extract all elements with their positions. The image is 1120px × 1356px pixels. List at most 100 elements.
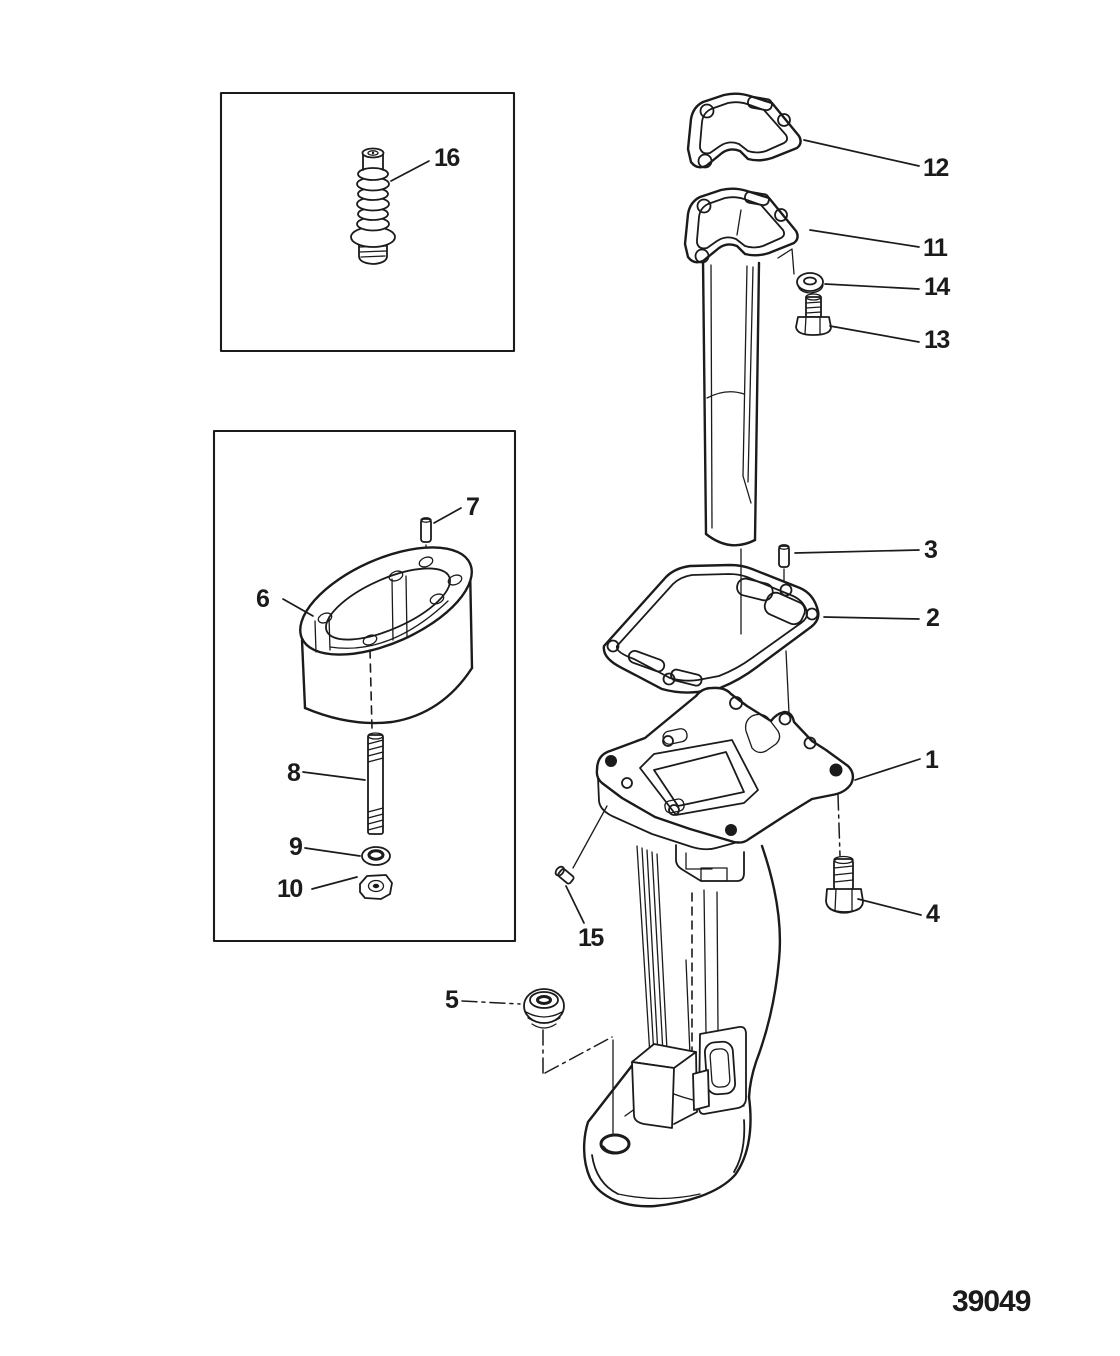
plug-top-face: [529, 991, 559, 1009]
leader-9: [304, 847, 361, 857]
washer-inner: [803, 276, 817, 286]
bolt-head: [825, 888, 864, 913]
bolt-head-facets: [804, 316, 821, 335]
washer-outer: [796, 272, 824, 292]
callout-13: 13: [924, 326, 949, 354]
bolt-hole-dark: [725, 824, 737, 836]
leader-1: [854, 758, 921, 781]
part-8-stud: [367, 732, 384, 835]
bracket-inner: [685, 852, 713, 870]
part-11-exhaust-tube: [701, 257, 761, 547]
bolt-shank-top: [805, 293, 822, 301]
bolt-hole: [362, 634, 378, 646]
part-6-spacer: [299, 546, 474, 725]
stud-base-thread: [359, 250, 387, 253]
stud-rib: [357, 167, 389, 181]
inset-box-border: [219, 91, 516, 353]
flange-skirt: [597, 777, 739, 851]
washer-outer: [361, 846, 391, 866]
pin-top: [420, 517, 432, 523]
bolt-shank-top: [833, 855, 854, 865]
tube-seam-bend: [742, 475, 752, 504]
screw-head: [554, 865, 565, 877]
foot-inner-line: [617, 1193, 701, 1200]
bolt-threads: [805, 301, 822, 314]
alignment-line-5: [544, 1036, 613, 1074]
bolt-hole: [777, 113, 791, 127]
nut-bore-dark: [372, 883, 380, 889]
spacer-boss: [314, 616, 331, 653]
leader-2: [823, 616, 920, 620]
gasket-outline: [602, 563, 820, 694]
plug-rib: [531, 1023, 557, 1029]
exhaust-barrel-lines: [685, 889, 719, 1056]
pin-body: [778, 545, 790, 568]
stud-threads-top: [367, 739, 384, 763]
callout-5: 5: [445, 986, 459, 1014]
bolt-hole: [805, 607, 819, 621]
plug-body: [523, 988, 565, 1024]
part-1-driveshaft-housing: [582, 686, 855, 1208]
spacer-boss: [391, 575, 408, 641]
plug-slot: [536, 995, 552, 1005]
stud-top-bore: [367, 150, 379, 156]
bolt-head-facets: [834, 888, 853, 912]
anode-plate: [703, 1040, 737, 1096]
tube-right-edge: [753, 261, 761, 542]
spacer-top-face: [299, 546, 473, 656]
locating-line-14: [777, 248, 795, 275]
tube-section-line: [706, 391, 745, 399]
bolt-hole: [429, 593, 445, 605]
bolt-hole: [388, 570, 404, 582]
bolt-hole: [317, 612, 333, 624]
part-2-gasket: [602, 563, 820, 694]
part-15-screw: [554, 865, 575, 885]
bolt-hole-dark: [829, 763, 843, 777]
leader-7: [433, 507, 462, 524]
bolt-hole: [696, 198, 712, 214]
locating-line-15: [572, 805, 608, 869]
anode-tab: [692, 1069, 710, 1111]
washer-inner: [367, 849, 385, 861]
tube-left-edge: [701, 257, 708, 536]
spacer-opening: [325, 567, 451, 641]
rim-slot: [664, 798, 685, 814]
callout-1: 1: [925, 746, 939, 774]
callout-9: 9: [289, 833, 302, 861]
leader-8: [302, 771, 366, 781]
flange-opening: [653, 751, 745, 807]
slot-opening: [670, 668, 703, 687]
callout-10: 10: [277, 875, 302, 903]
bolt-hole: [662, 672, 676, 686]
part-11-flange: [683, 187, 799, 264]
inset-box-part-16: 16: [219, 91, 516, 353]
center-line: [785, 650, 790, 714]
spacer-wall-left: [300, 638, 307, 710]
bolt-hole: [729, 696, 743, 710]
callout-7: 7: [466, 493, 479, 521]
alignment-line: [369, 649, 373, 730]
slot-hole: [744, 190, 770, 207]
inset-box-spacer-kit: 7 6 8: [212, 429, 517, 943]
part-14-washer: [796, 272, 824, 294]
callout-16: 16: [434, 144, 459, 172]
bolt-head-bottom: [829, 908, 859, 914]
bolt-hole: [699, 103, 715, 119]
bolt-threads: [833, 865, 854, 883]
flange-outline: [595, 686, 855, 844]
bolt-hole: [803, 736, 817, 750]
bolt-hole: [668, 804, 680, 816]
rim-cutout: [744, 713, 781, 754]
block-right-edge: [673, 1051, 698, 1125]
tube-seam: [742, 265, 754, 483]
part-12-gasket: [686, 92, 802, 169]
stud-neck: [362, 153, 384, 171]
tube-bottom: [704, 532, 757, 547]
plug-rib: [525, 1011, 563, 1018]
foot-outline: [582, 1061, 752, 1208]
part-13-bolt: [795, 293, 832, 336]
part-16-ribbed-stud: [350, 147, 396, 265]
leader-5: [461, 1000, 521, 1005]
part-3-pin: [778, 544, 790, 585]
